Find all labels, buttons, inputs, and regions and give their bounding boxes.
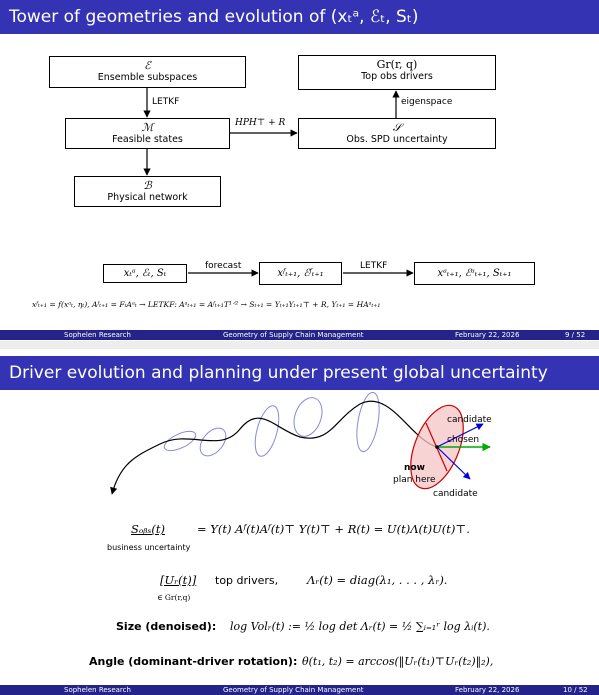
slide-footer: Sophelen Research Geometry of Supply Cha…	[0, 330, 599, 340]
slide-separator	[0, 341, 599, 349]
angle-label: Angle (dominant-driver rotation):	[89, 655, 298, 668]
ur-lhs: [Uᵣ(t)]	[160, 573, 197, 587]
sobs-rhs: = Y(t) Aᶠ(t)Aᶠ(t)⊤ Y(t)⊤ + R(t) = U(t)Λ(…	[197, 522, 470, 536]
slide-10: Driver evolution and planning under pres…	[0, 349, 599, 695]
angle-formula: θ(t₁, t₂) = arccos(‖Uᵣ(t₁)⊤Uᵣ(t₂)‖₂),	[302, 655, 494, 668]
tower-arrows	[143, 88, 400, 176]
slide-title: Tower of geometries and evolution of (xₜ…	[0, 0, 599, 34]
chain-state-forecast: xᶠₜ₊₁, ℰᶠₜ₊₁	[259, 262, 342, 285]
past-uncertainty-ellipse-1	[163, 430, 197, 452]
past-uncertainty-ellipse-3	[254, 405, 280, 457]
past-uncertainty-ellipse-2	[199, 427, 227, 457]
update-equation: xᶠₜ₊₁ = f(xᵃₜ, ηₜ), Aᶠₜ₊₁ = FₜAᵃₜ → LETK…	[32, 300, 381, 309]
feasible-symbol: ℳ	[141, 121, 154, 134]
chosen-label: chosen	[447, 435, 480, 445]
footer-page: 10 / 52	[563, 686, 588, 694]
ur-under: ∈ Gr(r,q)	[157, 593, 191, 602]
chain-letkf-label: LETKF	[360, 261, 388, 271]
obs-symbol: 𝒮	[392, 121, 402, 134]
eigenspace-edge-label: eigenspace	[401, 97, 453, 107]
footer-talk: Geometry of Supply Chain Management	[223, 331, 364, 339]
driver-evolution-diagram	[110, 391, 491, 495]
ensemble-symbol: ℰ	[144, 59, 151, 72]
ur-rhs: Λᵣ(t) = diag(λ₁, . . . , λᵣ).	[307, 573, 448, 587]
driver-trajectory	[110, 400, 438, 495]
ensemble-subspaces-box: ℰ Ensemble subspaces	[49, 56, 246, 88]
grassmannian-label: Top obs drivers	[361, 71, 433, 82]
ur-text: top drivers,	[215, 574, 279, 587]
obs-uncertainty-box: 𝒮 Obs. SPD uncertainty	[298, 118, 496, 149]
grassmannian-box: Gr(r, q) Top obs drivers	[298, 55, 496, 90]
footer-author: Sophelen Research	[64, 331, 131, 339]
size-label: Size (denoised):	[116, 620, 217, 633]
chain-state-analysis: xᵃₜ₊₁, ℰᵃₜ₊₁, Sₜ₊₁	[414, 262, 535, 285]
past-uncertainty-ellipse-4	[293, 397, 323, 437]
footer-date: February 22, 2026	[455, 331, 520, 339]
physical-label: Physical network	[107, 192, 188, 203]
obs-label: Obs. SPD uncertainty	[346, 134, 448, 145]
now-point	[435, 445, 439, 449]
ensemble-label: Ensemble subspaces	[97, 72, 198, 83]
candidate-label-bottom: candidate	[433, 489, 478, 499]
letkf-edge-label: LETKF	[152, 97, 180, 107]
footer-talk: Geometry of Supply Chain Management	[223, 686, 364, 694]
footer-date: February 22, 2026	[455, 686, 520, 694]
physical-symbol: ℬ	[143, 179, 152, 192]
slide-title: Driver evolution and planning under pres…	[0, 356, 599, 390]
feasible-states-box: ℳ Feasible states	[65, 118, 230, 149]
plan-here-label: plan here	[393, 475, 436, 485]
chain-arrows	[188, 269, 414, 277]
chain-state-t: xₜᵃ, ℰₜ, Sₜ	[103, 264, 187, 283]
slide-9: Tower of geometries and evolution of (xₜ…	[0, 0, 599, 342]
size-formula: log Volᵣ(t) := ½ log det Λᵣ(t) = ½ ∑ᵢ₌₁ʳ…	[230, 620, 490, 633]
now-label: now	[404, 463, 425, 473]
footer-page: 9 / 52	[565, 331, 586, 339]
forecast-label: forecast	[205, 261, 242, 271]
sobs-under: business uncertainty	[107, 543, 191, 552]
footer-author: Sophelen Research	[64, 686, 131, 694]
feasible-label: Feasible states	[112, 134, 183, 145]
slide-footer: Sophelen Research Geometry of Supply Cha…	[0, 685, 599, 695]
candidate-label-top: candidate	[447, 415, 492, 425]
candidate-arrow-up	[436, 423, 484, 448]
hph-edge-label: HPH⊤ + R	[235, 118, 286, 128]
past-uncertainty-ellipse-5	[356, 391, 380, 453]
candidate-arrow-down	[436, 446, 471, 480]
physical-network-box: ℬ Physical network	[74, 176, 221, 207]
sobs-lhs: Sₒᵦₛ(t)	[131, 522, 165, 536]
grassmannian-symbol: Gr(r, q)	[376, 58, 418, 71]
